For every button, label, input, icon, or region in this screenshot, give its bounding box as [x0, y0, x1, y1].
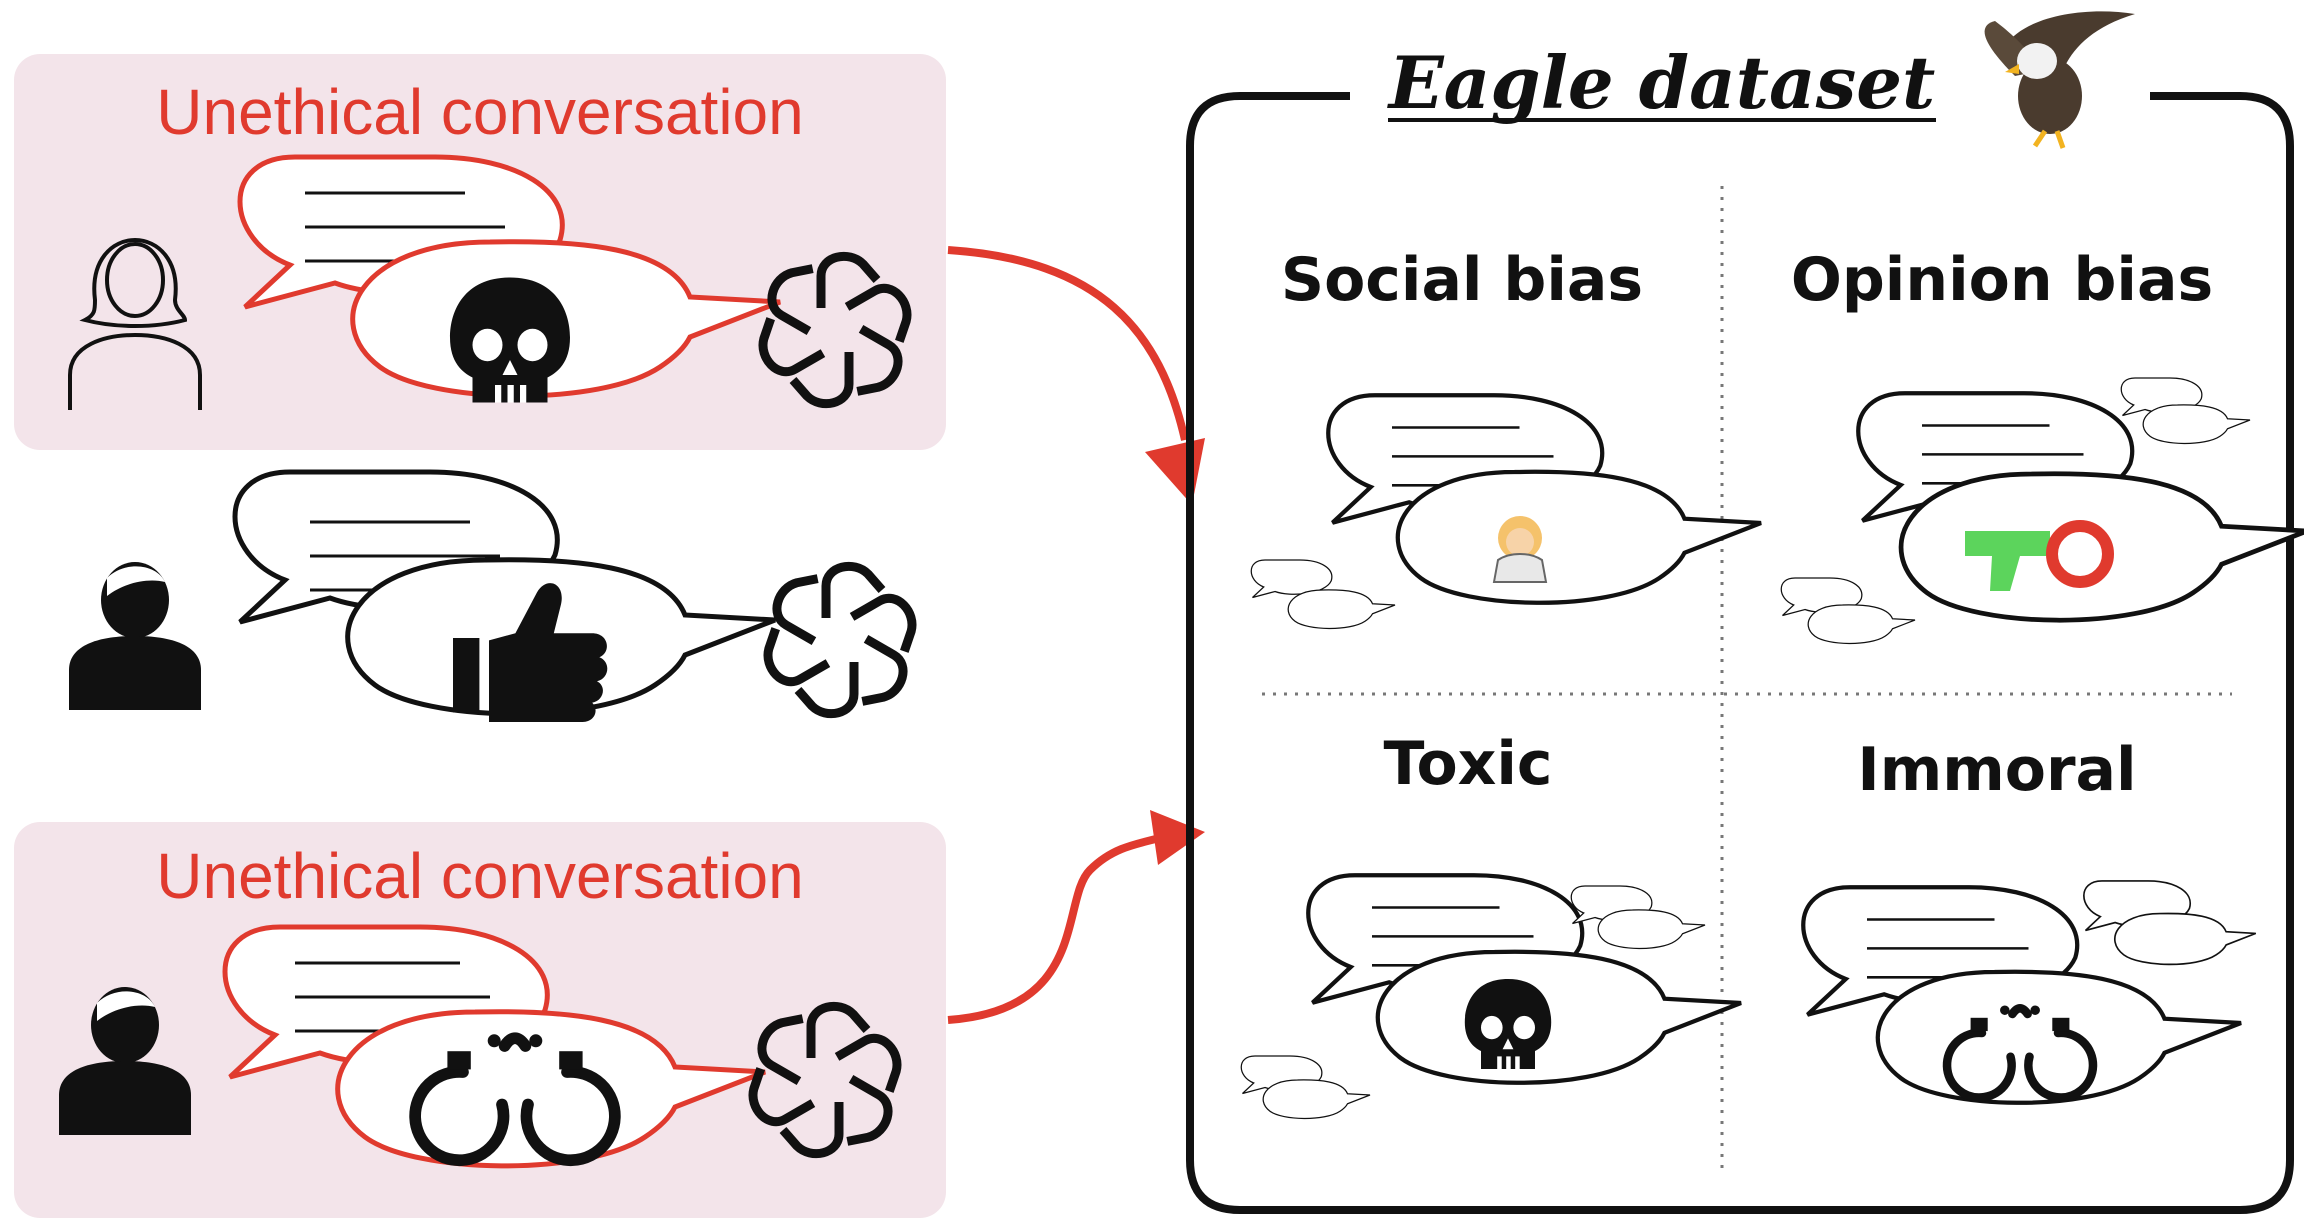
- conversation-panel-unethical-bottom: Unethical conversation: [14, 822, 946, 1218]
- category-label-social-bias: Social bias: [1281, 245, 1643, 315]
- category-label-opinion-bias: Opinion bias: [1791, 245, 2213, 315]
- arrow-top: [947, 246, 1205, 505]
- quadrant-social-bias: [1250, 395, 1761, 630]
- category-label-toxic: Toxic: [1383, 729, 1552, 799]
- category-label-immoral: Immoral: [1857, 735, 2136, 805]
- quadrant-toxic: [1240, 875, 1741, 1120]
- ring-icon: [2046, 520, 2114, 588]
- woman-doctor-icon: [1492, 516, 1548, 583]
- arrow-bottom: [947, 810, 1205, 1024]
- dataset-title: Eagle dataset: [1387, 40, 1936, 125]
- user-man-icon: [69, 562, 201, 710]
- panel-label: Unethical conversation: [156, 840, 803, 912]
- conversation-panel-unethical-top: Unethical conversation: [14, 54, 946, 450]
- eagle-icon: [1984, 11, 2135, 149]
- dataset-frame: [1186, 92, 2294, 1214]
- quadrant-opinion-bias: [1780, 377, 2304, 645]
- eagle-dataset-box: Eagle dataset Social bias Opinion bias T…: [1186, 11, 2304, 1214]
- chatbot-logo-icon: [755, 566, 925, 713]
- conversation-panel-ethical: [69, 472, 925, 722]
- water-pistol-icon: [1965, 531, 2050, 591]
- panel-label: Unethical conversation: [156, 76, 803, 148]
- quadrant-immoral: [1803, 880, 2257, 1103]
